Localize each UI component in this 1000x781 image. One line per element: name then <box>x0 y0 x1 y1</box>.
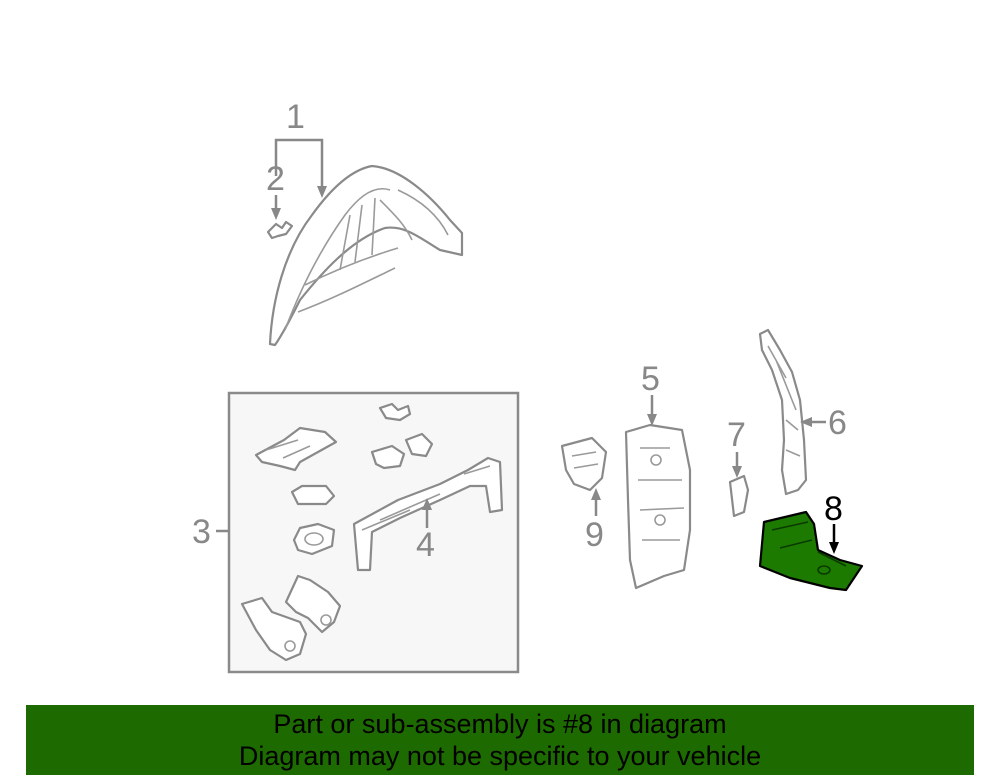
box-bracket-a[interactable] <box>254 426 338 472</box>
info-banner: Part or sub-assembly is #8 in diagram Di… <box>26 705 974 775</box>
part-9-bracket[interactable] <box>560 436 608 492</box>
part-5-pillar[interactable] <box>624 423 692 590</box>
arrow-8 <box>829 542 839 554</box>
arrow-9 <box>591 488 601 500</box>
callout-4: 4 <box>416 526 435 564</box>
callout-3: 3 <box>192 513 211 551</box>
box-bracket-d[interactable] <box>290 484 336 506</box>
callout-8: 8 <box>824 490 843 528</box>
leader-1 <box>274 138 324 192</box>
callout-5: 5 <box>641 360 660 398</box>
banner-line-2: Diagram may not be specific to your vehi… <box>238 741 762 771</box>
callout-6: 6 <box>828 404 847 442</box>
box-bracket-b[interactable] <box>378 402 412 422</box>
arrow-1 <box>317 186 327 198</box>
box-bracket-f[interactable] <box>240 574 342 662</box>
arrow-2 <box>271 208 281 220</box>
callout-1: 1 <box>286 98 305 136</box>
callout-9: 9 <box>585 516 604 554</box>
part-8-highlighted[interactable] <box>758 510 864 592</box>
part-1-wheelhouse[interactable] <box>268 164 464 347</box>
box-bracket-c[interactable] <box>370 432 434 470</box>
arrow-7 <box>732 466 742 478</box>
banner-line-1: Part or sub-assembly is #8 in diagram <box>273 709 727 739</box>
arrow-6 <box>800 417 812 427</box>
part-2-clip[interactable] <box>266 220 294 240</box>
box-bracket-e[interactable] <box>292 522 336 556</box>
arrow-4 <box>422 498 432 510</box>
part-7-clip[interactable] <box>728 474 750 518</box>
arrow-5 <box>647 414 657 426</box>
part-4-rail[interactable] <box>352 456 504 572</box>
callout-7: 7 <box>727 416 746 454</box>
callout-2: 2 <box>266 160 285 198</box>
part-6-reinforcement[interactable] <box>758 328 808 496</box>
